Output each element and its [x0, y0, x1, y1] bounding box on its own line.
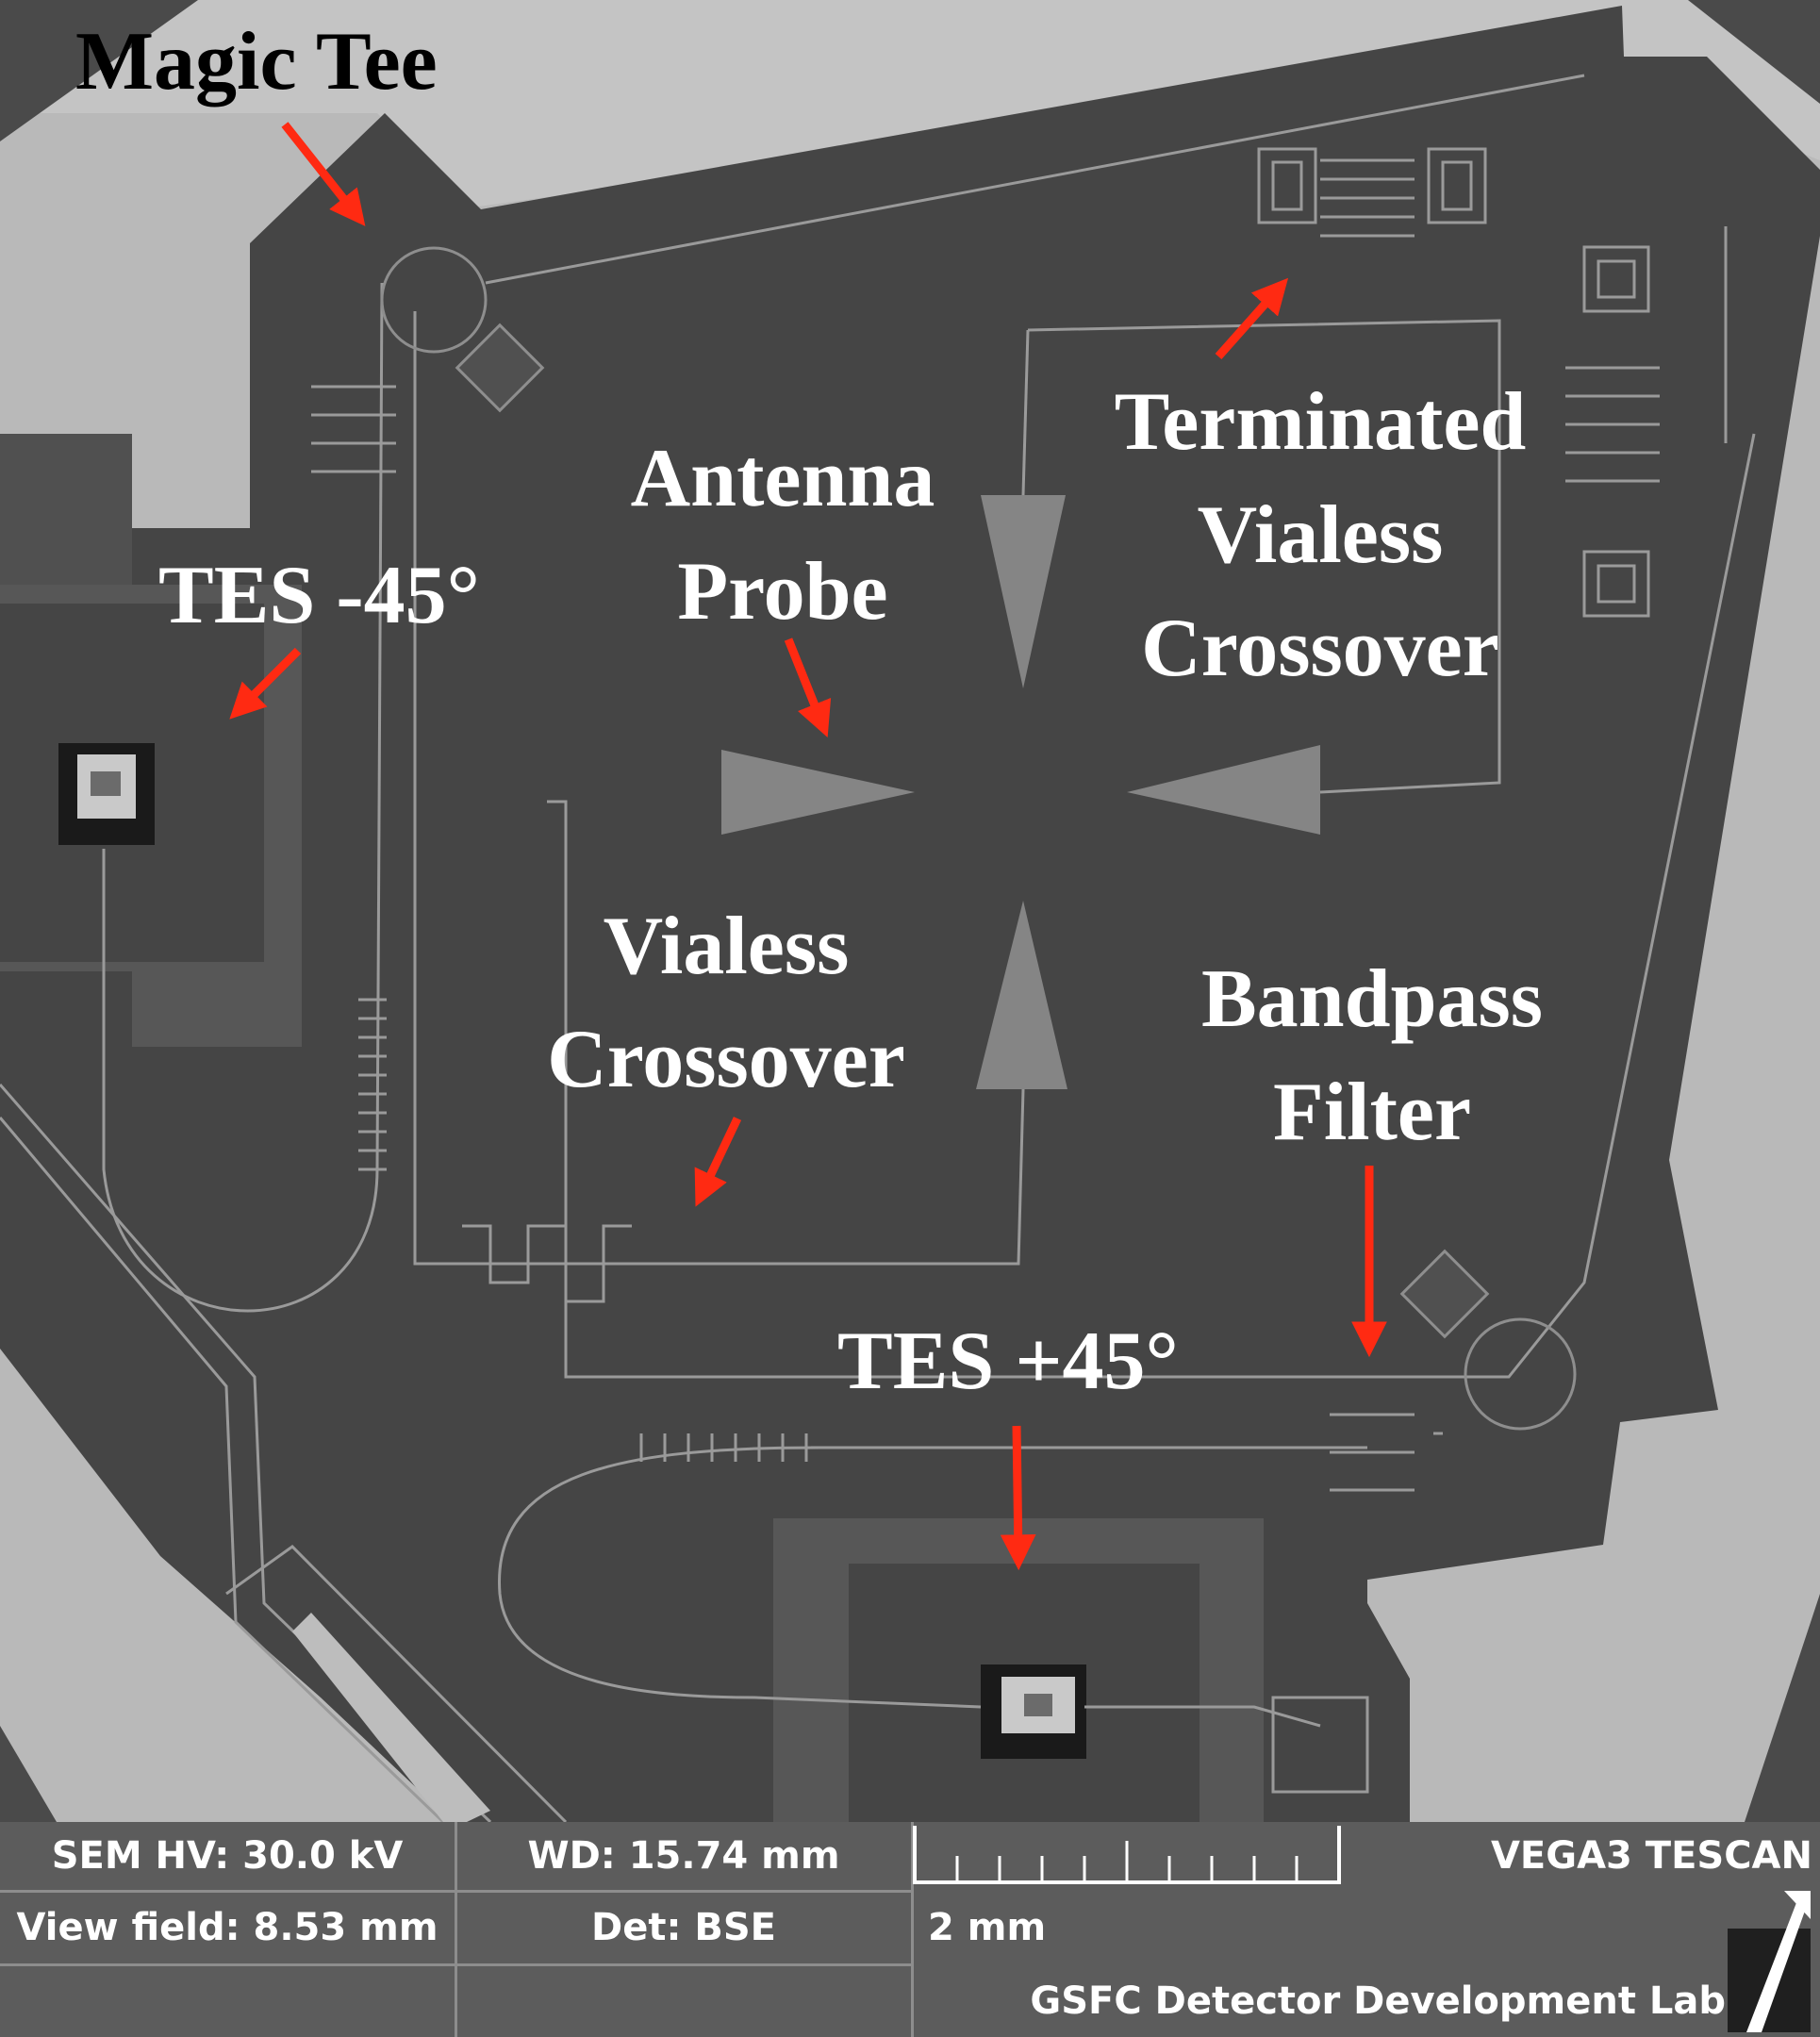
label-bandpass-filter: Bandpass Filter	[1160, 943, 1584, 1169]
sem-micrograph	[0, 0, 1820, 1822]
label-terminated-crossover: Terminated Vialess Crossover	[1075, 366, 1565, 705]
label-line: Vialess	[1197, 489, 1444, 581]
grid-line	[455, 1822, 457, 2037]
detector-chip-body	[0, 6, 1820, 1822]
label-antenna-probe: Antenna Probe	[604, 422, 962, 649]
label-line: TES -45°	[158, 550, 480, 641]
magic-tee-top-resistor	[455, 323, 545, 413]
label-line: Filter	[1272, 1067, 1472, 1158]
arrow-terminated-crossover	[1215, 277, 1289, 359]
arrow-vialess-crossover	[694, 1117, 742, 1207]
label-line: Probe	[677, 546, 888, 638]
frame-corner-bottom-right	[1745, 1594, 1820, 1822]
view-field-readout: View field: 8.53 mm	[16, 1906, 438, 1949]
label-line: Crossover	[1141, 603, 1499, 694]
instrument-brand: VEGA3 TESCAN	[1490, 1834, 1812, 1878]
magic-tee-bottom-resistor	[1399, 1249, 1490, 1339]
hv-readout: SEM HV: 30.0 kV	[51, 1834, 404, 1878]
label-tes-plus: TES +45°	[837, 1320, 1179, 1403]
scale-label: 2 mm	[928, 1906, 1047, 1949]
annotation-arrows	[229, 122, 1387, 1571]
label-line: Crossover	[547, 1014, 905, 1105]
bandpass-filter-stubs	[311, 158, 1660, 1492]
magic-tee-bottom-ring	[1464, 1317, 1577, 1431]
bottom-right-pads	[1271, 1696, 1369, 1794]
frame-corner-top-left	[0, 0, 198, 141]
label-line: Vialess	[603, 901, 850, 992]
arrow-tes-minus	[229, 647, 302, 720]
frame-corner-bottom-left	[0, 1726, 57, 1822]
lab-name: GSFC Detector Development Lab	[1030, 1979, 1726, 2023]
tes-minus-gap	[0, 971, 132, 1047]
label-tes-minus: TES -45°	[158, 555, 480, 638]
label-magic-tee: Magic Tee	[75, 21, 438, 104]
label-line: Antenna	[630, 433, 935, 524]
label-line: Magic Tee	[75, 16, 438, 108]
antenna-probe-left	[721, 750, 915, 835]
crossover-spirals	[462, 147, 1650, 1303]
grid-line	[911, 1822, 914, 2037]
tescan-logo-icon	[1728, 1891, 1811, 2032]
tes-minus-device-center	[91, 771, 121, 796]
wd-readout: WD: 15.74 mm	[527, 1834, 840, 1878]
scale-bar	[913, 1826, 1341, 1884]
tes-plus-device-center	[1024, 1694, 1052, 1716]
frame-corner-top-right	[1688, 0, 1820, 104]
label-line: Bandpass	[1200, 953, 1543, 1045]
antenna-probe-bottom	[976, 901, 1067, 1089]
detector-readout: Det: BSE	[591, 1906, 776, 1949]
label-line: Terminated	[1114, 376, 1527, 468]
antenna-probe-top	[981, 495, 1066, 688]
lower-left-slot	[292, 1613, 490, 1822]
antenna-probe-right	[1127, 745, 1320, 835]
arrow-tes-plus	[1000, 1425, 1036, 1571]
sem-info-bar: SEM HV: 30.0 kV WD: 15.74 mm View field:…	[0, 1822, 1820, 2037]
label-line: TES +45°	[837, 1316, 1179, 1407]
arrow-magic-tee	[281, 122, 366, 226]
arrow-antenna-probe	[784, 638, 832, 738]
label-vialess-crossover: Vialess Crossover	[509, 890, 943, 1117]
magic-tee-top-ring	[380, 246, 488, 354]
